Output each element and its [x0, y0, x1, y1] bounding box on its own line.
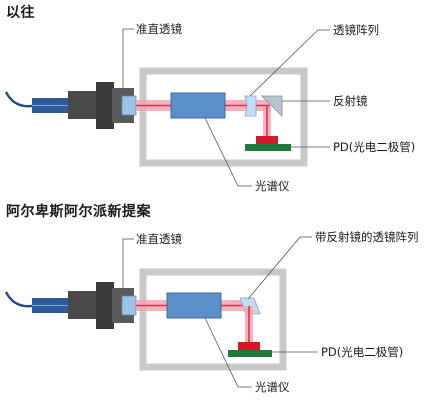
bottom-fiber-cable	[4, 291, 33, 308]
bottom-diagram	[4, 236, 318, 388]
bottom-pd-chip	[238, 342, 260, 350]
top-spectrometer	[170, 92, 226, 119]
bottom-heading: 阿尔卑斯阿尔派新提案	[6, 204, 151, 220]
top-label-mirror: 反射镜	[333, 94, 368, 108]
top-mirror	[261, 95, 283, 117]
top-pd-chip	[256, 136, 278, 144]
top-label-spectrometer: 光谱仪	[255, 179, 290, 193]
bottom-collimator-lens	[121, 295, 137, 316]
top-housing-box	[139, 67, 308, 167]
top-fiber-cable	[4, 91, 33, 108]
top-diagram	[4, 28, 330, 187]
bottom-label-collimator: 准直透镜	[136, 232, 182, 246]
top-label-collimator: 准直透镜	[136, 22, 182, 36]
top-collimator-lens	[121, 95, 137, 116]
top-connector	[68, 91, 98, 119]
bottom-connector	[68, 291, 98, 319]
bottom-pd-board	[228, 350, 272, 357]
top-lens-array	[244, 95, 257, 117]
bottom-housing-box	[139, 268, 287, 371]
bottom-spectrometer	[166, 292, 222, 319]
bottom-label-spectrometer: 光谱仪	[255, 380, 290, 394]
top-pd-board	[245, 144, 291, 151]
bottom-label-mirror-lens-array: 带反射镜的透镜阵列	[315, 230, 419, 244]
top-label-pd: PD(光电二极管)	[333, 140, 416, 154]
bottom-label-pd: PD(光电二极管)	[321, 345, 404, 359]
top-heading: 以往	[6, 5, 35, 21]
top-label-lens-array: 透镜阵列	[333, 23, 379, 37]
